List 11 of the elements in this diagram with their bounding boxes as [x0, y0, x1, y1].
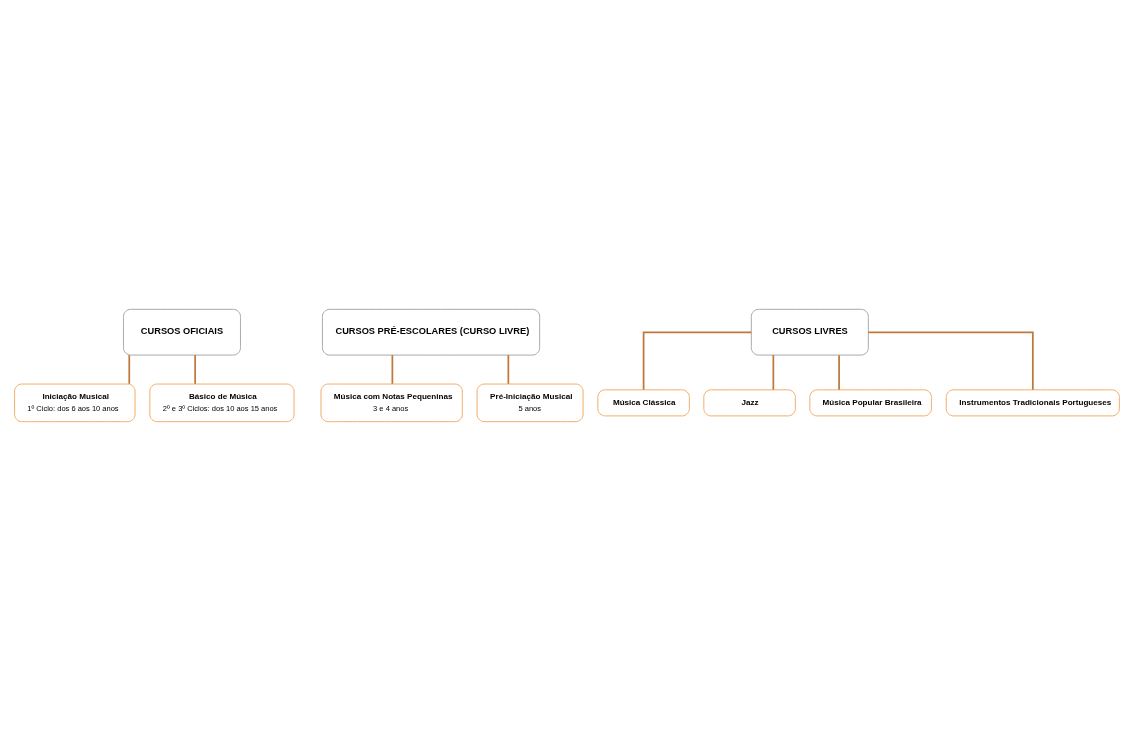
- node-box: CURSOS LIVRES: [750, 308, 869, 355]
- connector: [642, 331, 753, 391]
- connector: [867, 331, 1034, 391]
- connector: [772, 353, 775, 391]
- node-box: CURSOS OFICIAIS: [123, 308, 241, 355]
- node-box: CURSOS PRÉ-ESCOLARES (CURSO LIVRE): [322, 308, 541, 355]
- connector: [391, 353, 394, 385]
- connector: [194, 353, 196, 385]
- connector: [128, 353, 131, 385]
- connector: [507, 353, 510, 385]
- connector: [838, 353, 840, 391]
